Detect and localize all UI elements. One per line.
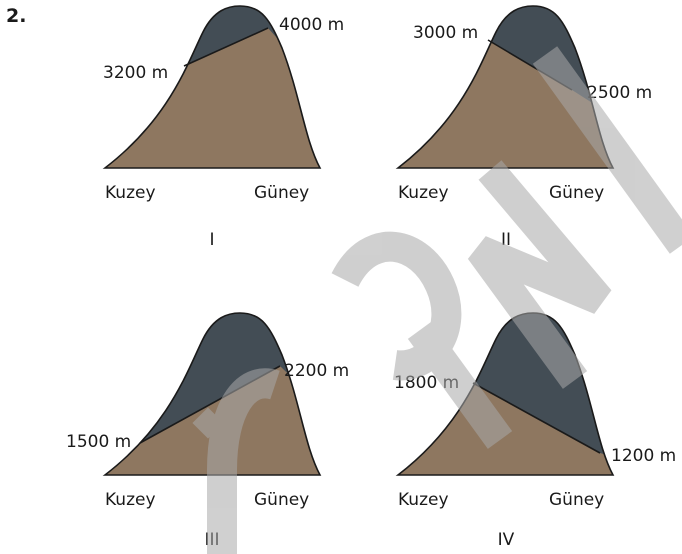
south-snowline-label: 1200 m [611,446,676,466]
panel-number: II [501,230,511,250]
north-label: Kuzey [398,183,449,203]
mountain-outline [102,312,322,476]
watermark-logo [192,46,682,554]
snow-line [183,27,269,67]
south-snowline-label: 4000 m [279,15,344,35]
south-snowline-label: 2200 m [284,361,349,381]
north-label: Kuzey [105,490,156,510]
panel-number: I [209,230,214,250]
south-label: Güney [549,490,604,510]
south-label: Güney [254,183,309,203]
north-snowline-label: 3200 m [103,63,168,83]
north-snowline-label: 3000 m [413,23,478,43]
south-snowline-label: 2500 m [587,83,652,103]
north-label: Kuzey [105,183,156,203]
south-label: Güney [254,490,309,510]
south-label: Güney [549,183,604,203]
north-snowline-label: 1500 m [66,432,131,452]
mountain-outline [102,5,322,169]
question-number: 2. [6,5,26,27]
north-label: Kuzey [398,490,449,510]
mountain-panel-i: 3200 m 4000 m Kuzey Güney I [102,5,344,250]
panel-number: IV [498,530,515,550]
snow-line [472,382,601,454]
